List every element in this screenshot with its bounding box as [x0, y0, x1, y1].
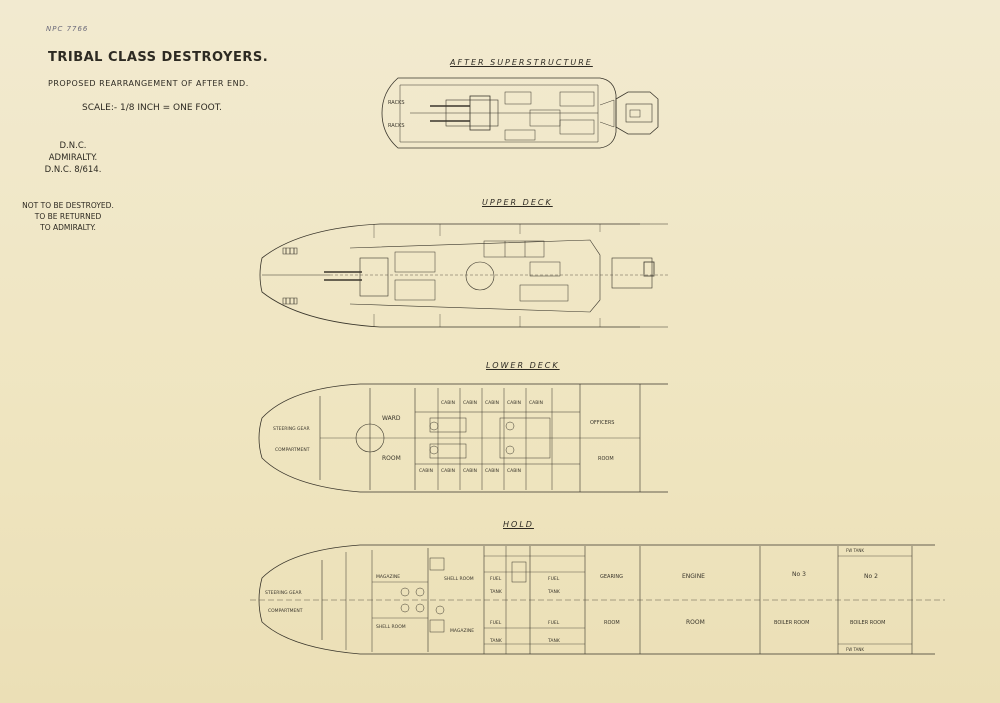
hold-magazine-top: MAGAZINE [376, 574, 400, 580]
hold-engine-room: ROOM [686, 619, 705, 626]
heading-lower-deck: LOWER DECK [486, 361, 560, 370]
lower-cabin-top-2: CABIN [463, 400, 477, 406]
lower-cabin-bottom-3: CABIN [463, 468, 477, 474]
hold-fuel-2: FUEL [548, 576, 560, 582]
after-superstructure-plan: RACKS RACKS [381, 77, 659, 149]
notice-line-1: NOT TO BE DESTROYED. [22, 201, 114, 210]
drawing-scale: SCALE:- 1/8 INCH = ONE FOOT. [82, 103, 223, 113]
hold-fuel-3: FUEL [490, 620, 502, 626]
lower-cabin-top-5: CABIN [529, 400, 543, 406]
upper-deck-plan [259, 223, 668, 328]
hold-boiler-room-3: BOILER ROOM [774, 620, 809, 626]
hold-plan: STEERING GEAR COMPARTMENT MAGAZINE MAGAZ… [250, 544, 945, 655]
hold-magazine-bottom: MAGAZINE [450, 628, 474, 634]
lower-cabin-top-1: CABIN [441, 400, 455, 406]
heading-upper-deck: UPPER DECK [482, 198, 553, 207]
lower-officers: OFFICERS [590, 420, 614, 426]
lower-officers-room: ROOM [598, 456, 614, 462]
heading-after-superstructure: AFTER SUPERSTRUCTURE [450, 58, 593, 67]
lower-compartment: COMPARTMENT [275, 447, 310, 453]
hold-no3: No 3 [792, 571, 806, 578]
label-racks-1: RACKS [388, 100, 405, 106]
lower-deck-plan: STEERING GEAR COMPARTMENT WARD ROOM CABI… [258, 383, 668, 493]
lower-ward: WARD [382, 415, 401, 422]
hold-fw-tank-bottom: FW TANK [846, 647, 864, 652]
label-racks-2: RACKS [388, 123, 405, 129]
hold-tank-2: TANK [547, 589, 561, 595]
lower-cabin-bottom-2: CABIN [441, 468, 455, 474]
heading-hold: HOLD [503, 520, 534, 529]
hold-steering-gear: STEERING GEAR [265, 590, 302, 596]
lower-cabin-bottom-1: CABIN [419, 468, 433, 474]
drawing-subtitle: PROPOSED REARRANGEMENT OF AFTER END. [48, 79, 249, 88]
reference-number: NPC 7766 [46, 25, 89, 33]
hold-fw-tank-top: FW TANK [846, 548, 864, 553]
authority-line-1: D.N.C. [59, 141, 87, 151]
hold-tank-4: TANK [547, 638, 561, 644]
hold-shell-room-bottom: SHELL ROOM [376, 624, 406, 630]
hold-fuel-1: FUEL [490, 576, 502, 582]
lower-steering-gear: STEERING GEAR [273, 426, 310, 432]
hold-shell-room-top: SHELL ROOM [444, 576, 474, 582]
lower-cabin-top-4: CABIN [507, 400, 521, 406]
notice-line-3: TO ADMIRALTY. [40, 223, 96, 232]
hold-gearing-room: ROOM [604, 620, 620, 626]
drawing-title: TRIBAL CLASS DESTROYERS. [48, 50, 269, 65]
hold-engine: ENGINE [682, 573, 705, 580]
hold-boiler-room-2: BOILER ROOM [850, 620, 885, 626]
hold-fuel-4: FUEL [548, 620, 560, 626]
authority-line-3: D.N.C. 8/614. [44, 165, 102, 175]
hold-compartment: COMPARTMENT [268, 608, 303, 614]
hold-no2: No 2 [864, 573, 878, 580]
authority-line-2: ADMIRALTY. [48, 153, 98, 163]
hold-gearing: GEARING [600, 574, 623, 580]
lower-cabin-bottom-4: CABIN [485, 468, 499, 474]
hold-tank-3: TANK [489, 638, 503, 644]
hold-tank-1: TANK [489, 589, 503, 595]
notice-line-2: TO BE RETURNED [34, 212, 102, 221]
lower-cabin-bottom-5: CABIN [507, 468, 521, 474]
lower-cabin-top-3: CABIN [485, 400, 499, 406]
lower-ward-room: ROOM [382, 455, 401, 462]
